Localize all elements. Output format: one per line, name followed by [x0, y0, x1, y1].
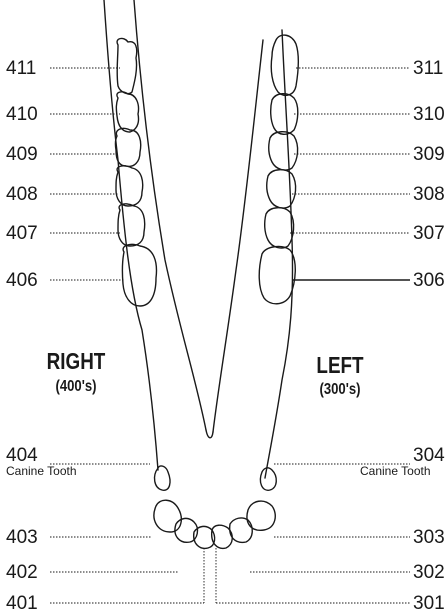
tooth-number-304: 304: [413, 446, 445, 465]
left-jaw-outline: [265, 30, 293, 478]
canine-tooth-label-left: Canine Tooth: [360, 465, 431, 477]
tooth-310: [271, 94, 298, 135]
tooth-number-409: 409: [6, 145, 38, 164]
tooth-403: [154, 500, 181, 532]
tooth-409: [115, 128, 140, 166]
tooth-306: [259, 247, 295, 304]
canine-tooth-label-right: Canine Tooth: [6, 465, 77, 477]
right-side-subtitle: (400's): [35, 379, 117, 395]
tooth-number-407: 407: [6, 224, 38, 243]
right-jaw-outline: [104, 0, 158, 470]
left-side-subtitle: (300's): [307, 382, 373, 398]
tooth-410: [116, 92, 138, 132]
tooth-number-309: 309: [413, 145, 445, 164]
left-side-title: LEFT: [307, 354, 373, 377]
right-side-title: RIGHT: [35, 350, 117, 373]
tooth-302: [230, 518, 253, 542]
tooth-number-403: 403: [6, 528, 38, 547]
tooth-number-303: 303: [413, 528, 445, 547]
tooth-number-410: 410: [6, 105, 38, 124]
tooth-307: [265, 208, 294, 248]
tooth-number-308: 308: [413, 185, 445, 204]
tooth-number-404: 404: [6, 446, 38, 465]
tooth-number-406: 406: [6, 271, 38, 290]
jaw-notch: [206, 430, 213, 438]
tooth-number-301: 301: [413, 594, 445, 613]
tooth-number-411: 411: [6, 59, 36, 78]
tooth-number-302: 302: [413, 563, 445, 582]
right-jaw-inner: [134, 0, 206, 430]
tooth-number-310: 310: [413, 105, 445, 124]
tooth-309: [269, 132, 298, 170]
tooth-number-307: 307: [413, 224, 445, 243]
tooth-404: [155, 466, 170, 490]
tooth-number-306: 306: [413, 271, 445, 290]
tooth-number-311: 311: [413, 59, 443, 78]
tooth-number-402: 402: [6, 563, 38, 582]
left-jaw-inner: [213, 40, 263, 432]
tooth-411: [117, 38, 137, 93]
tooth-number-401: 401: [6, 594, 38, 613]
tooth-304: [260, 468, 276, 490]
tooth-number-408: 408: [6, 185, 38, 204]
